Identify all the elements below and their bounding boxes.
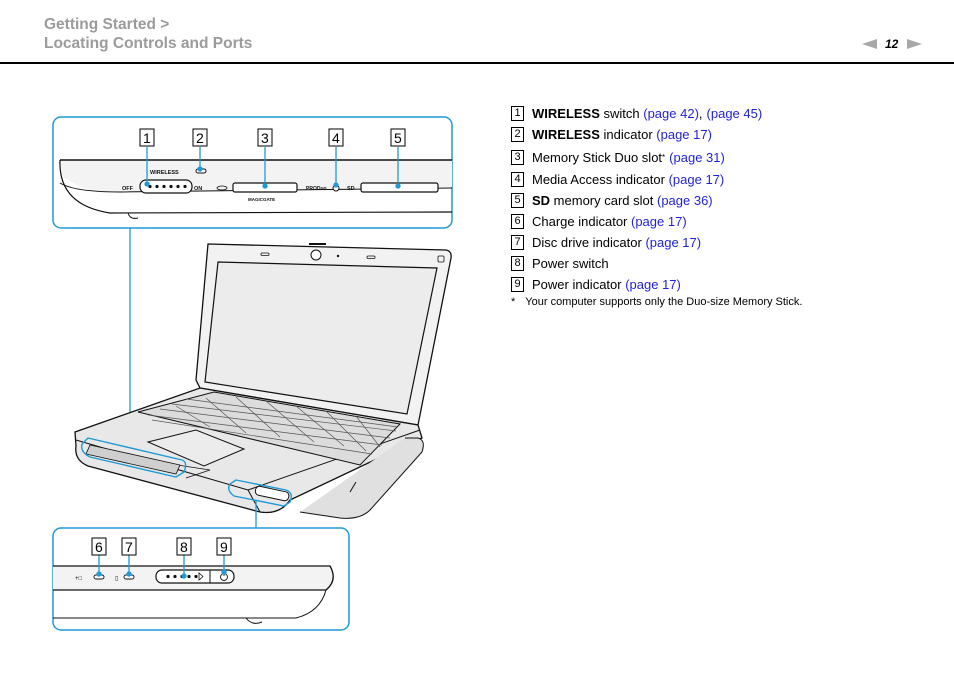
item-text: Disc drive indicator: [532, 235, 646, 250]
label-magicgate: MAGICGATE: [248, 197, 275, 202]
callout-3: 3: [261, 130, 269, 146]
svg-text:▯: ▯: [115, 576, 118, 582]
screen-panel: [204, 261, 438, 415]
page-link[interactable]: (page 17): [656, 127, 712, 142]
item-text: indicator: [599, 127, 657, 142]
touchpad: [146, 429, 246, 467]
list-item: 6 Charge indicator (page 17): [511, 211, 762, 232]
item-number: 8: [511, 256, 524, 271]
item-text: Charge indicator: [532, 214, 631, 229]
page-link[interactable]: (page 17): [668, 172, 725, 187]
item-text: memory card slot: [550, 193, 657, 208]
footnote-marker: *: [662, 152, 666, 162]
item-number: 9: [511, 277, 524, 292]
page-link[interactable]: (page 17): [631, 214, 687, 229]
header-divider: [0, 62, 954, 64]
label-wireless: WIRELESS: [150, 170, 179, 176]
callout-1: 1: [143, 130, 151, 146]
label-off: OFF: [122, 186, 134, 192]
item-number: 7: [511, 235, 524, 250]
callout-9: 9: [220, 539, 228, 555]
page-navigation: 12: [862, 37, 923, 51]
label-produo: PRODuo: [306, 186, 327, 192]
list-item: 5 SD memory card slot (page 36): [511, 190, 762, 211]
page-link[interactable]: (page 36): [656, 193, 713, 208]
svg-text:+□: +□: [75, 576, 83, 582]
item-text: Media Access indicator: [532, 172, 669, 187]
item-number: 4: [511, 172, 524, 187]
callout-4: 4: [332, 130, 340, 146]
list-item: 1 WIRELESS switch (page 42), (page 45): [511, 103, 762, 124]
list-item: 4 Media Access indicator (page 17): [511, 169, 762, 190]
next-page-icon[interactable]: [907, 39, 923, 49]
callout-2: 2: [196, 130, 204, 146]
footnote: * Your computer supports only the Duo-siz…: [511, 296, 802, 308]
previous-page-icon[interactable]: [862, 39, 877, 49]
list-item: 3 Memory Stick Duo slot* (page 31): [511, 145, 762, 169]
page-link[interactable]: (page 45): [706, 106, 763, 121]
page-link[interactable]: (page 17): [645, 235, 702, 250]
callout-8: 8: [180, 539, 188, 555]
item-number: 5: [511, 193, 524, 208]
footnote-text: Your computer supports only the Duo-size…: [525, 296, 803, 308]
item-number: 6: [511, 214, 524, 229]
wireless-switch-drawing: [139, 179, 193, 194]
breadcrumb-page-title: Locating Controls and Ports: [44, 35, 253, 52]
list-item: 9 Power indicator (page 17): [511, 274, 762, 295]
item-text: Memory Stick Duo slot: [532, 149, 663, 165]
list-item: 2 WIRELESS indicator (page 17): [511, 124, 762, 145]
page-link[interactable]: (page 31): [669, 149, 725, 165]
page-number: 12: [885, 37, 899, 51]
callout-6: 6: [95, 539, 103, 555]
label-sd: SD: [347, 186, 355, 192]
link-separator: ,: [698, 106, 703, 121]
item-text: Power switch: [532, 256, 609, 271]
item-bold-label: WIRELESS: [532, 127, 600, 142]
footnote-marker: *: [511, 296, 516, 308]
item-number: 1: [511, 106, 524, 121]
item-number: 2: [511, 127, 524, 142]
list-item: 7 Disc drive indicator (page 17): [511, 232, 762, 253]
breadcrumb-section[interactable]: Getting Started >: [44, 16, 170, 33]
callout-7: 7: [125, 539, 133, 555]
controls-legend: 1 WIRELESS switch (page 42), (page 45) 2…: [511, 103, 762, 295]
item-text: Power indicator: [532, 277, 626, 292]
label-on: ON: [194, 186, 202, 192]
laptop-drawing: [74, 243, 452, 519]
list-item: 8 Power switch: [511, 253, 762, 274]
callout-5: 5: [394, 130, 402, 146]
page-link[interactable]: (page 42): [643, 106, 699, 121]
item-text: switch: [599, 106, 644, 121]
item-bold-label: WIRELESS: [532, 106, 600, 121]
item-number: 3: [511, 149, 524, 165]
item-bold-label: SD: [532, 193, 551, 208]
page-link[interactable]: (page 17): [625, 277, 681, 292]
